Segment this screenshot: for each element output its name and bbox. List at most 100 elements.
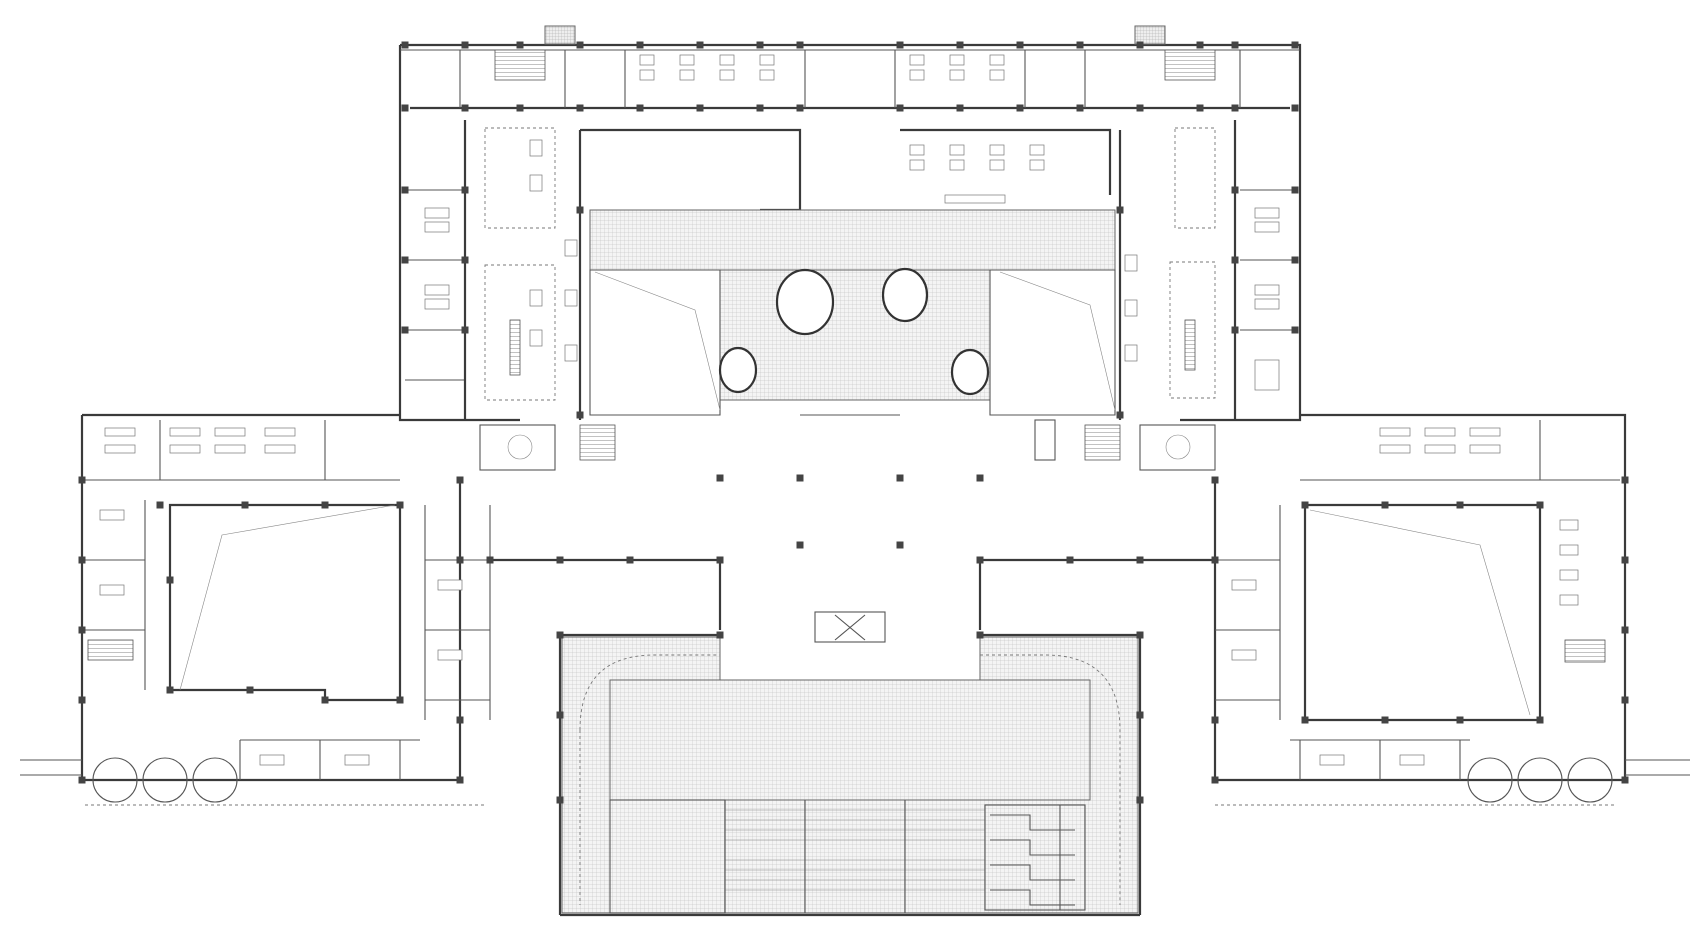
structural-column bbox=[516, 104, 524, 112]
structural-column bbox=[78, 696, 86, 704]
structural-column bbox=[241, 501, 249, 509]
east-wing bbox=[1213, 413, 1690, 806]
west-top-desks bbox=[104, 427, 296, 454]
structural-column bbox=[1116, 411, 1124, 419]
structural-column bbox=[896, 541, 904, 549]
south-plaza bbox=[558, 633, 1142, 917]
upper-right-desks bbox=[909, 144, 1045, 204]
right-office-desks bbox=[1124, 207, 1280, 391]
structural-column bbox=[1136, 631, 1144, 639]
structural-column bbox=[696, 41, 704, 49]
structural-column bbox=[1381, 501, 1389, 509]
structural-column bbox=[321, 501, 329, 509]
structural-column bbox=[716, 556, 724, 564]
structural-column bbox=[796, 104, 804, 112]
structural-column bbox=[1136, 41, 1144, 49]
structural-column bbox=[796, 541, 804, 549]
structural-column bbox=[461, 41, 469, 49]
left-office-desks bbox=[424, 139, 578, 362]
structural-column bbox=[321, 696, 329, 704]
structural-column bbox=[556, 556, 564, 564]
structural-column bbox=[576, 411, 584, 419]
structural-column bbox=[1456, 501, 1464, 509]
structural-column bbox=[456, 556, 464, 564]
structural-column bbox=[1231, 104, 1239, 112]
structural-column bbox=[396, 696, 404, 704]
structural-column bbox=[626, 556, 634, 564]
structural-column bbox=[461, 256, 469, 264]
structural-column bbox=[956, 41, 964, 49]
structural-column bbox=[401, 326, 409, 334]
structural-column bbox=[956, 104, 964, 112]
structural-column bbox=[896, 104, 904, 112]
structural-column bbox=[796, 41, 804, 49]
structural-column bbox=[1016, 104, 1024, 112]
structural-column bbox=[78, 626, 86, 634]
atrium bbox=[589, 209, 1116, 416]
structural-column bbox=[1231, 256, 1239, 264]
structural-column bbox=[1211, 716, 1219, 724]
structural-column bbox=[976, 556, 984, 564]
structural-column bbox=[1211, 776, 1219, 784]
structural-column bbox=[1196, 41, 1204, 49]
structural-column bbox=[156, 501, 164, 509]
structural-columns bbox=[78, 41, 1629, 804]
structural-column bbox=[1136, 556, 1144, 564]
structural-column bbox=[456, 776, 464, 784]
structural-column bbox=[1196, 104, 1204, 112]
structural-column bbox=[1016, 41, 1024, 49]
structural-column bbox=[716, 631, 724, 639]
central-lobby bbox=[479, 414, 1216, 643]
structural-column bbox=[461, 326, 469, 334]
structural-column bbox=[1291, 186, 1299, 194]
structural-column bbox=[456, 476, 464, 484]
structural-column bbox=[516, 41, 524, 49]
structural-column bbox=[1136, 711, 1144, 719]
structural-column bbox=[576, 206, 584, 214]
east-hall-desks bbox=[1559, 519, 1579, 606]
structural-column bbox=[1291, 256, 1299, 264]
west-wing bbox=[20, 413, 491, 806]
north-wing bbox=[398, 25, 1302, 422]
structural-column bbox=[401, 186, 409, 194]
structural-column bbox=[166, 576, 174, 584]
structural-column bbox=[1231, 41, 1239, 49]
structural-column bbox=[576, 41, 584, 49]
structural-column bbox=[1211, 476, 1219, 484]
stepped-seating bbox=[724, 800, 985, 913]
structural-column bbox=[396, 501, 404, 509]
structural-column bbox=[556, 631, 564, 639]
structural-column bbox=[1301, 716, 1309, 724]
structural-column bbox=[1291, 104, 1299, 112]
structural-column bbox=[1291, 326, 1299, 334]
structural-column bbox=[976, 474, 984, 482]
structural-column bbox=[1211, 556, 1219, 564]
structural-column bbox=[556, 796, 564, 804]
structural-column bbox=[461, 186, 469, 194]
structural-column bbox=[976, 631, 984, 639]
structural-column bbox=[1136, 104, 1144, 112]
top-office-desks bbox=[639, 54, 1005, 81]
structural-column bbox=[78, 776, 86, 784]
structural-column bbox=[1621, 776, 1629, 784]
structural-column bbox=[1621, 696, 1629, 704]
east-top-desks bbox=[1379, 427, 1501, 454]
structural-column bbox=[556, 711, 564, 719]
structural-column bbox=[756, 41, 764, 49]
structural-column bbox=[78, 556, 86, 564]
structural-column bbox=[78, 476, 86, 484]
structural-column bbox=[896, 474, 904, 482]
structural-column bbox=[1231, 186, 1239, 194]
structural-column bbox=[486, 556, 494, 564]
structural-column bbox=[1076, 104, 1084, 112]
structural-column bbox=[246, 686, 254, 694]
structural-column bbox=[1066, 556, 1074, 564]
structural-column bbox=[461, 104, 469, 112]
structural-column bbox=[401, 104, 409, 112]
structural-column bbox=[896, 41, 904, 49]
structural-column bbox=[1381, 716, 1389, 724]
structural-column bbox=[1621, 556, 1629, 564]
structural-column bbox=[401, 41, 409, 49]
structural-column bbox=[1536, 501, 1544, 509]
structural-column bbox=[456, 716, 464, 724]
